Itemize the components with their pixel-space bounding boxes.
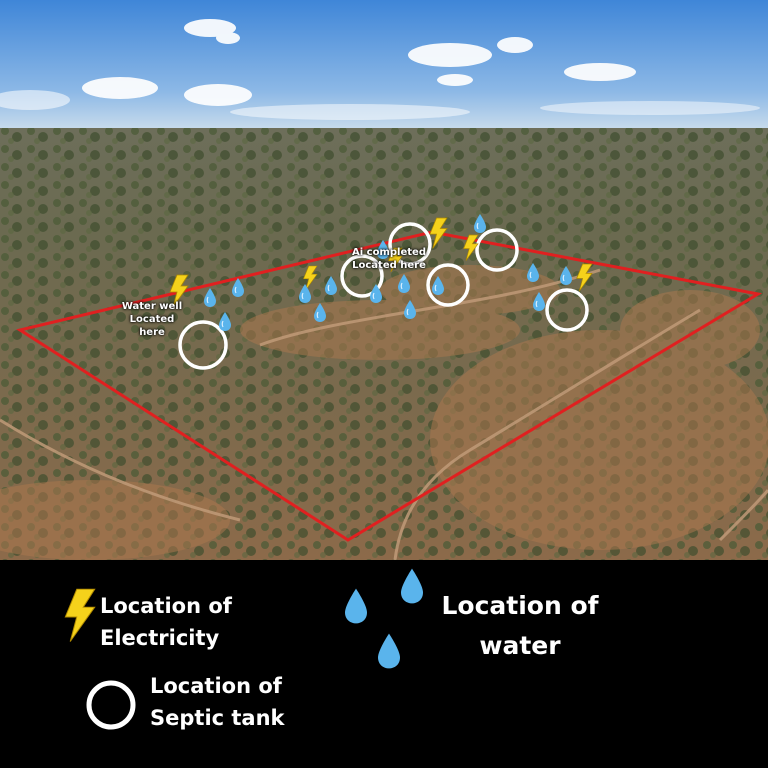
legend-electricity-line2: Electricity <box>100 626 220 650</box>
center-annotation-label: Ai completed Located here <box>344 246 434 272</box>
water-drop-icon <box>345 588 367 624</box>
legend-septic-line2: Septic tank <box>150 706 285 730</box>
map-legend: Location of Electricity Location of wate… <box>0 560 768 768</box>
legend-septic-label: Location of Septic tank <box>150 670 285 734</box>
legend-water-label: Location of water <box>432 586 608 666</box>
circle-ring-icon <box>86 680 136 730</box>
center-annotation-line1: Ai completed <box>352 247 426 258</box>
legend-electricity-line1: Location of <box>100 594 232 618</box>
water-drop-icon <box>378 633 400 669</box>
water-well-label-line2: Located <box>129 314 175 325</box>
clouds <box>0 19 760 120</box>
dirt-patches <box>0 265 768 560</box>
legend-electricity-label: Location of Electricity <box>100 590 232 654</box>
aerial-photo <box>0 0 768 560</box>
septic-tank-markers <box>178 222 589 370</box>
legend-water-line2: water <box>479 631 561 660</box>
water-well-label-line1: Water well <box>121 301 183 312</box>
legend-water-line1: Location of <box>441 591 599 620</box>
property-boundary <box>16 230 763 542</box>
water-well-label-line3: here <box>139 327 165 338</box>
center-annotation-line2: Located here <box>352 260 426 271</box>
water-drop-icon <box>401 568 423 604</box>
water-well-label: Water well Located here <box>112 300 192 339</box>
lightning-bolt-icon <box>64 588 96 642</box>
legend-septic-line1: Location of <box>150 674 282 698</box>
dirt-roads <box>0 268 768 560</box>
